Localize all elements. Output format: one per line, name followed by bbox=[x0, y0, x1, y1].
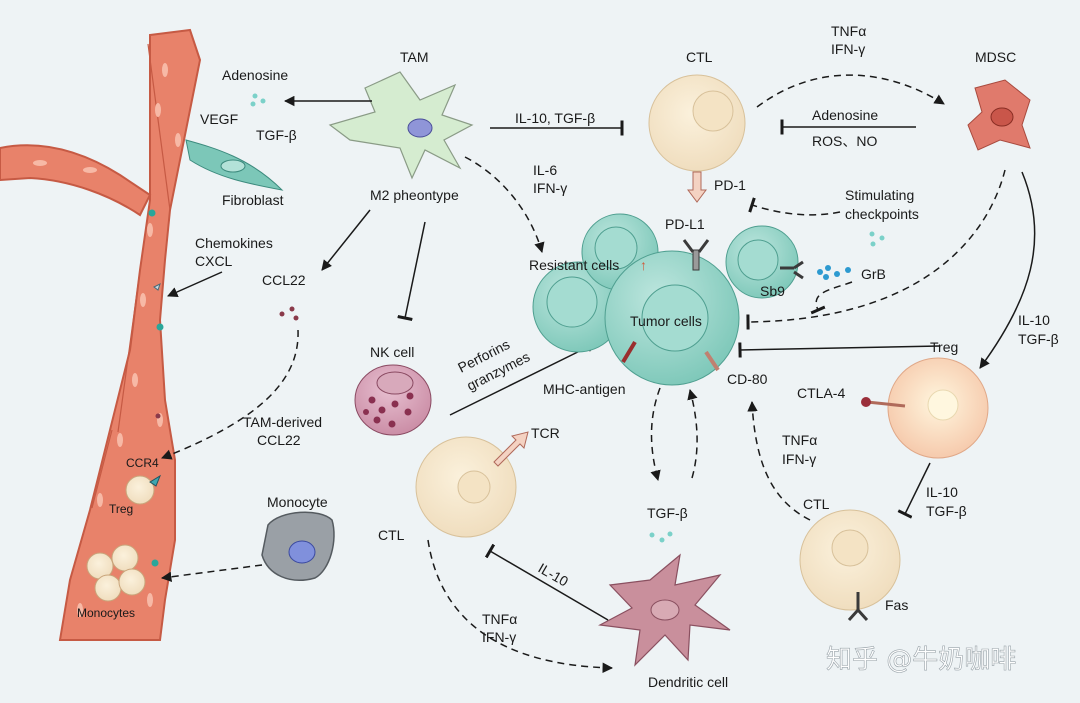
fibroblast-cell bbox=[185, 139, 284, 191]
grb-label: GrB bbox=[861, 266, 886, 282]
ccl22-label: CCL22 bbox=[262, 272, 306, 288]
ctl-left-label: CTL bbox=[378, 527, 405, 543]
mdsc-label: MDSC bbox=[975, 49, 1016, 65]
monocytes-label: Monocytes bbox=[77, 606, 135, 620]
il10-dc-label: IL-10 bbox=[536, 560, 572, 590]
pdl1-label: PD-L1 bbox=[665, 216, 705, 232]
il10-right-a-label: IL-10 bbox=[1018, 312, 1050, 328]
ctla4-receptor-icon bbox=[861, 397, 906, 408]
ifng-mid-label: IFN-γ bbox=[533, 180, 567, 196]
tnfa-bottom-label: TNFα bbox=[482, 611, 517, 627]
resistant-cells-label: Resistant cells bbox=[529, 257, 619, 273]
vessel-treg-label: Treg bbox=[109, 502, 133, 516]
ctla4-label: CTLA-4 bbox=[797, 385, 845, 401]
dendritic-cell bbox=[598, 553, 731, 667]
ifng-mid2-label: IFN-γ bbox=[782, 451, 816, 467]
tcr-label: TCR bbox=[531, 425, 560, 441]
mdsc-cell bbox=[967, 79, 1031, 151]
grb-particles bbox=[817, 265, 851, 280]
fas-receptor-icon bbox=[847, 592, 869, 622]
monocyte-cell bbox=[261, 511, 335, 581]
cxcl-label: CXCL bbox=[195, 253, 233, 269]
ctl-left-cell bbox=[415, 436, 517, 538]
chemokines-label: Chemokines bbox=[195, 235, 273, 251]
sb9-label: Sb9 bbox=[760, 283, 785, 299]
vegf-label: VEGF bbox=[200, 111, 238, 127]
ctl-top-cell bbox=[648, 74, 746, 172]
tgfb-tam-label: TGF-β bbox=[256, 127, 297, 143]
ctl-right-label: CTL bbox=[803, 496, 830, 512]
nk-cell-label: NK cell bbox=[370, 344, 414, 360]
ctl-right-cell bbox=[799, 509, 901, 611]
fas-label: Fas bbox=[885, 597, 908, 613]
up-arrow-icon: ↑ bbox=[640, 257, 647, 273]
tgfb-right-b-label: TGF-β bbox=[926, 503, 967, 519]
treg-label: Treg bbox=[930, 339, 958, 355]
treg-cell bbox=[887, 357, 989, 459]
ccr4-label: CCR4 bbox=[126, 456, 159, 470]
dendritic-cell-label: Dendritic cell bbox=[648, 674, 728, 690]
m2-phenotype-label: M2 pheontype bbox=[370, 187, 459, 203]
monocytes-cluster bbox=[86, 544, 146, 602]
tam-label: TAM bbox=[400, 49, 429, 65]
pdl1-receptor-icon bbox=[682, 239, 710, 271]
tgfb-right-a-label: TGF-β bbox=[1018, 331, 1059, 347]
cd80-label: CD-80 bbox=[727, 371, 768, 387]
tumor-cluster bbox=[532, 213, 799, 386]
pd1-label: PD-1 bbox=[714, 177, 746, 193]
il6-label: IL-6 bbox=[533, 162, 557, 178]
tumor-cells-label: Tumor cells bbox=[630, 313, 702, 329]
monocyte-label: Monocyte bbox=[267, 494, 328, 510]
tnfa-top-label: TNFα bbox=[831, 23, 866, 39]
adenosine-mdsc-label: Adenosine bbox=[812, 107, 878, 123]
mhc-antigen-label: MHC-antigen bbox=[543, 381, 625, 397]
checkpoints-label: checkpoints bbox=[845, 206, 919, 222]
fibroblast-label: Fibroblast bbox=[222, 192, 284, 208]
ifng-bottom-label: IFN-γ bbox=[482, 629, 516, 645]
tgfb-center-label: TGF-β bbox=[647, 505, 688, 521]
nk-cell bbox=[354, 364, 432, 436]
ros-no-label: ROS、NO bbox=[812, 133, 877, 149]
tnfa-mid-label: TNFα bbox=[782, 432, 817, 448]
adenosine-label: Adenosine bbox=[222, 67, 288, 83]
il10-right-b-label: IL-10 bbox=[926, 484, 958, 500]
ifng-top-label: IFN-γ bbox=[831, 41, 865, 57]
il10-tgfb-label: IL-10, TGF-β bbox=[515, 110, 595, 126]
tam-derived-label: TAM-derived bbox=[243, 414, 322, 430]
vessel-treg-cell: CCR4 Treg bbox=[109, 456, 162, 516]
watermark-text: 知乎 @牛奶咖啡 bbox=[826, 645, 1016, 675]
blood-vessel bbox=[0, 28, 202, 641]
stimulating-label: Stimulating bbox=[845, 187, 914, 203]
sb9-receptor-icon bbox=[780, 260, 804, 280]
tam-derived-ccl22-label: CCL22 bbox=[257, 432, 301, 448]
tam-cell bbox=[328, 71, 474, 180]
ctl-top-label: CTL bbox=[686, 49, 713, 65]
